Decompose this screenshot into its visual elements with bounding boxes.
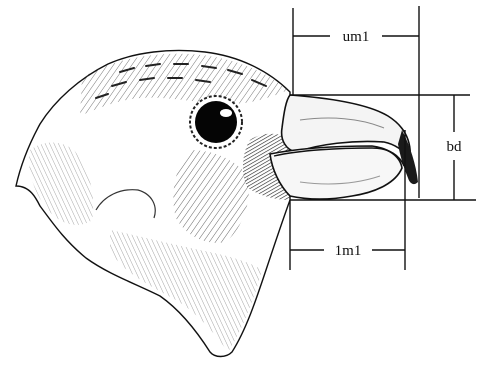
um1-label: um1 [343, 29, 370, 45]
lm1-label: 1m1 [335, 243, 362, 259]
eye-highlight [220, 109, 232, 117]
eye-icon [195, 101, 237, 143]
bd-label: bd [447, 139, 463, 155]
lower-mandible [270, 146, 402, 199]
bird-head-icon [16, 51, 418, 357]
